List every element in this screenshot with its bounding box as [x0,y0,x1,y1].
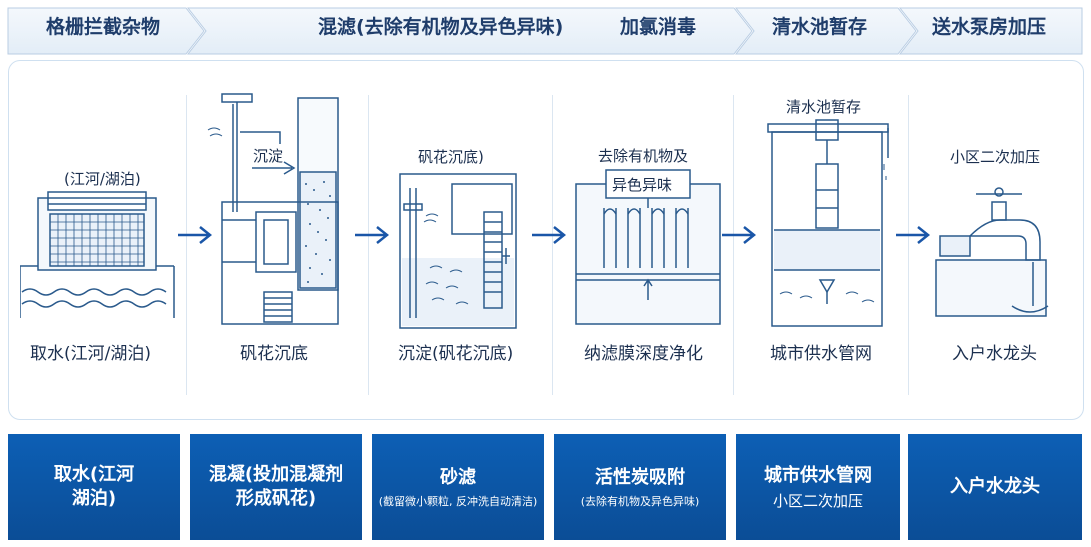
intake-bottom-label: 取水(江河/湖泊) [30,344,151,364]
sedimentation-top-label: 矾花沉底) [418,148,484,166]
banner-segment-4 [898,7,1083,55]
process-banner [7,7,1083,55]
divider [186,95,187,395]
box-title: 活性炭吸附 [595,466,685,488]
box-subtitle: 小区二次加压 [772,491,863,510]
divider [908,95,909,395]
flow-arrow-icon [722,226,757,244]
summary-box-coagulation: 混凝(投加混凝剂 形成矾花) [190,434,362,540]
banner-stage-3: 加氯消毒 [620,16,697,38]
intake-top-label: (江河/湖泊) [64,170,141,188]
divider [733,95,734,395]
summary-box-supply-network: 城市供水管网 小区二次加压 [736,434,900,540]
nanofiltration-membrane-illustration [575,169,721,325]
box-title-line2: 形成矾花) [235,488,317,509]
box-title: 取水(江河 [53,464,135,485]
flow-arrow-icon [355,226,390,244]
flow-arrow-icon [178,226,213,244]
box-title: 入户水龙头 [950,476,1040,497]
coagulation-tank-illustration [207,93,339,325]
coagulation-inner-label: 沉淀 [253,147,284,165]
intake-screen-illustration [20,191,175,318]
coagulation-bottom-label: 矾花沉底 [240,344,308,364]
divider [552,95,553,395]
banner-stage-4: 清水池暂存 [772,16,868,38]
faucet-illustration [935,187,1049,317]
box-subtitle: (去除有机物及异色异味) [580,494,700,508]
summary-box-intake: 取水(江河 湖泊) [8,434,180,540]
nanofiltration-bottom-label: 纳滤膜深度净化 [584,344,703,364]
reservoir-top-label: 清水池暂存 [786,98,862,116]
box-title: 混凝(投加混凝剂 [208,464,344,485]
tap-top-label: 小区二次加压 [950,148,1041,166]
banner-stage-2: 混滤(去除有机物及异色异味) [318,16,564,38]
banner-segment-3 [734,7,917,55]
summary-box-activated-carbon: 活性炭吸附 (去除有机物及异色异味) [554,434,726,540]
banner-segment-2 [186,7,753,55]
sedimentation-tank-illustration [399,173,517,329]
sedimentation-bottom-label: 沉淀(矾花沉底) [398,344,514,364]
box-subtitle: (截留微小颗粒, 反冲洗自动清洁) [378,494,538,508]
banner-stage-5: 送水泵房加压 [932,16,1047,38]
box-title: 城市供水管网 [764,464,872,486]
flow-arrow-icon [896,226,931,244]
flow-arrow-icon [532,226,567,244]
nanofiltration-top-label: 去除有机物及 [598,147,689,165]
banner-stage-1: 格栅拦截杂物 [46,16,161,38]
summary-box-tap: 入户水龙头 [908,434,1082,540]
box-title-line2: 湖泊) [71,488,117,509]
nanofiltration-inner-label: 异色异味 [612,176,673,194]
process-panel [8,60,1084,420]
box-title: 砂滤 [440,466,476,488]
reservoir-bottom-label: 城市供水管网 [770,344,872,364]
reservoir-tank-illustration [767,119,889,327]
divider [368,95,369,395]
summary-box-sand-filter: 砂滤 (截留微小颗粒, 反冲洗自动清洁) [372,434,544,540]
tap-bottom-label: 入户水龙头 [952,344,1037,364]
banner-segment-1 [7,7,205,55]
